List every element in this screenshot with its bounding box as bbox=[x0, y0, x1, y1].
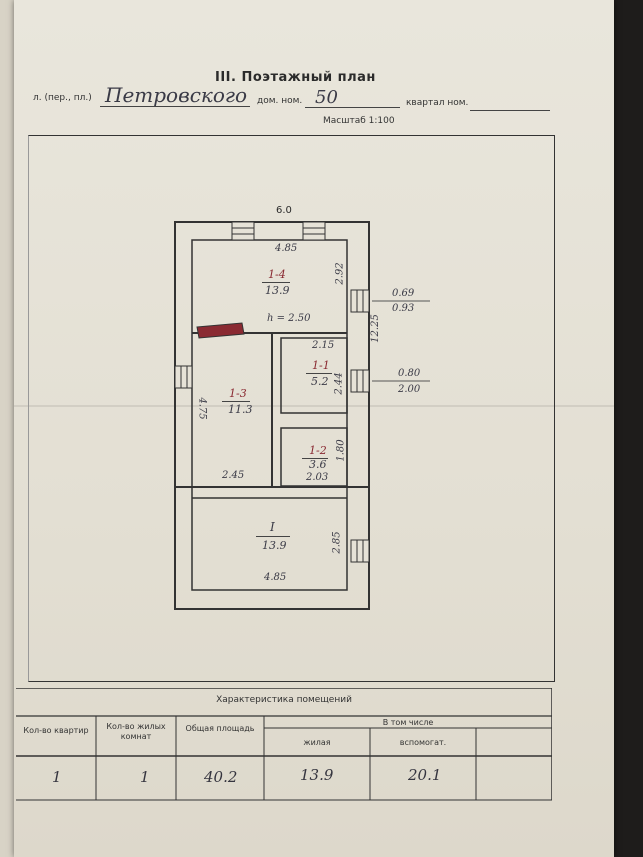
window-top-2 bbox=[302, 221, 326, 241]
room-id: 1-3 bbox=[229, 387, 247, 400]
room-id: 1-1 bbox=[312, 359, 330, 372]
dim-room1-height: 2.85 bbox=[331, 531, 343, 554]
room-id: 1-2 bbox=[309, 444, 327, 457]
paper-fold bbox=[14, 405, 614, 407]
room-id: I bbox=[270, 520, 275, 534]
dim-room14-width: 4.85 bbox=[275, 243, 298, 254]
dim-ceiling: h = 2.50 bbox=[267, 313, 311, 324]
table-caption: Характеристика помещений bbox=[216, 695, 352, 705]
house-value: 50 bbox=[315, 87, 338, 108]
header-total-area: Общая площадь bbox=[185, 724, 255, 733]
house-label: дом. ном. bbox=[257, 96, 303, 106]
door-right bbox=[350, 539, 370, 563]
room-1-1-wall bbox=[280, 337, 348, 414]
street-prefix: л. (пер., пл.) bbox=[33, 93, 92, 103]
window-left bbox=[174, 365, 193, 389]
rooms-table: Характеристика помещений Кол-во квартир … bbox=[16, 688, 552, 816]
inner-wall bbox=[191, 239, 348, 591]
dim-room14-height: 2.92 bbox=[334, 262, 346, 285]
header-living: жилая bbox=[303, 738, 331, 747]
dim-side-length: 12.25 bbox=[369, 314, 381, 343]
stove-icon bbox=[196, 322, 245, 339]
scale-label: Масштаб 1:100 bbox=[323, 116, 395, 126]
value-auxiliary: 20.1 bbox=[408, 766, 442, 784]
dim-win-b-bottom: 2.00 bbox=[398, 384, 421, 395]
room-area: 13.9 bbox=[265, 284, 290, 297]
room-area: 5.2 bbox=[311, 375, 329, 388]
window-top-1 bbox=[231, 221, 255, 241]
page-title: III. Поэтажный план bbox=[215, 70, 376, 85]
dim-win-a-bottom: 0.93 bbox=[392, 303, 415, 314]
dim-room12-width: 2.03 bbox=[306, 472, 329, 483]
window-right-2 bbox=[350, 369, 370, 393]
dim-room11-width: 2.15 bbox=[312, 340, 335, 351]
dim-room1-width: 4.85 bbox=[264, 572, 287, 583]
header-apartments: Кол-во квартир bbox=[23, 726, 89, 735]
room-id: 1-4 bbox=[268, 268, 286, 281]
header-auxiliary: вспомогат. bbox=[399, 738, 447, 747]
window-right-1 bbox=[350, 289, 370, 313]
dim-room13-width: 2.45 bbox=[222, 470, 245, 481]
value-apartments: 1 bbox=[52, 768, 62, 786]
room-area: 11.3 bbox=[228, 403, 253, 416]
dim-top-outer: 6.0 bbox=[276, 205, 292, 216]
dim-win-b-top: 0.80 bbox=[398, 368, 421, 379]
outer-wall bbox=[174, 221, 370, 610]
quarter-label: квартал ном. bbox=[406, 98, 469, 108]
room-area: 3.6 bbox=[309, 458, 327, 471]
value-living: 13.9 bbox=[300, 766, 334, 784]
dim-room12-height: 1.80 bbox=[335, 439, 347, 462]
header-living-rooms: Кол-во жилых комнат bbox=[106, 722, 166, 741]
plan-frame bbox=[28, 135, 555, 682]
room-area: 13.9 bbox=[262, 539, 287, 552]
header-including: В том числе bbox=[382, 718, 434, 727]
dim-win-a-top: 0.69 bbox=[392, 288, 415, 299]
dim-room13-height: 4.75 bbox=[196, 397, 208, 420]
street-value: Петровского bbox=[105, 83, 248, 107]
value-living-rooms: 1 bbox=[140, 768, 150, 786]
dim-room11-height: 2.44 bbox=[333, 372, 345, 395]
background-right bbox=[613, 0, 643, 857]
value-total-area: 40.2 bbox=[204, 768, 238, 786]
